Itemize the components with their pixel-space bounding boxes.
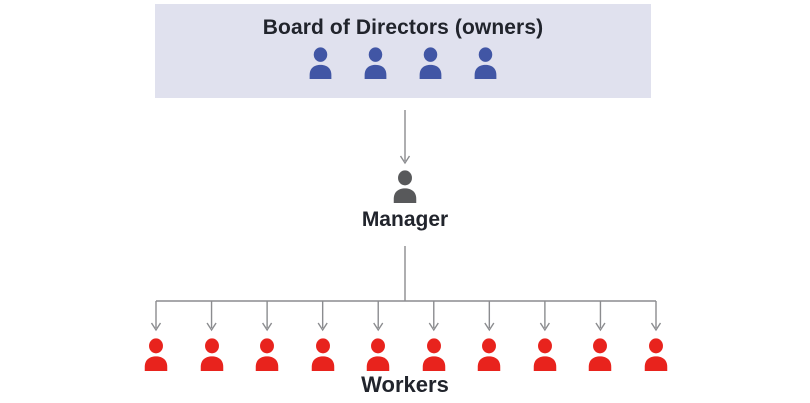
workers-label: Workers [361, 372, 449, 397]
board-member-person-icon [471, 47, 500, 79]
board-member-person-icon [416, 47, 445, 79]
manager-person-icon [390, 170, 420, 203]
worker-person-icon [252, 338, 282, 371]
board-of-directors-box: Board of Directors (owners) [155, 4, 651, 98]
board-of-directors-label: Board of Directors (owners) [262, 16, 544, 39]
worker-person-icon [363, 338, 393, 371]
worker-person-icon [308, 338, 338, 371]
worker-person-icon [141, 338, 171, 371]
worker-person-icon [641, 338, 671, 371]
manager-label: Manager [361, 208, 449, 231]
worker-person-icon [474, 338, 504, 371]
worker-person-icon [197, 338, 227, 371]
worker-person-icon [419, 338, 449, 371]
board-member-person-icon [306, 47, 335, 79]
worker-person-icon [530, 338, 560, 371]
board-members-icon-row [155, 47, 651, 79]
workers-icon-row [141, 338, 671, 371]
worker-person-icon [585, 338, 615, 371]
board-member-person-icon [361, 47, 390, 79]
